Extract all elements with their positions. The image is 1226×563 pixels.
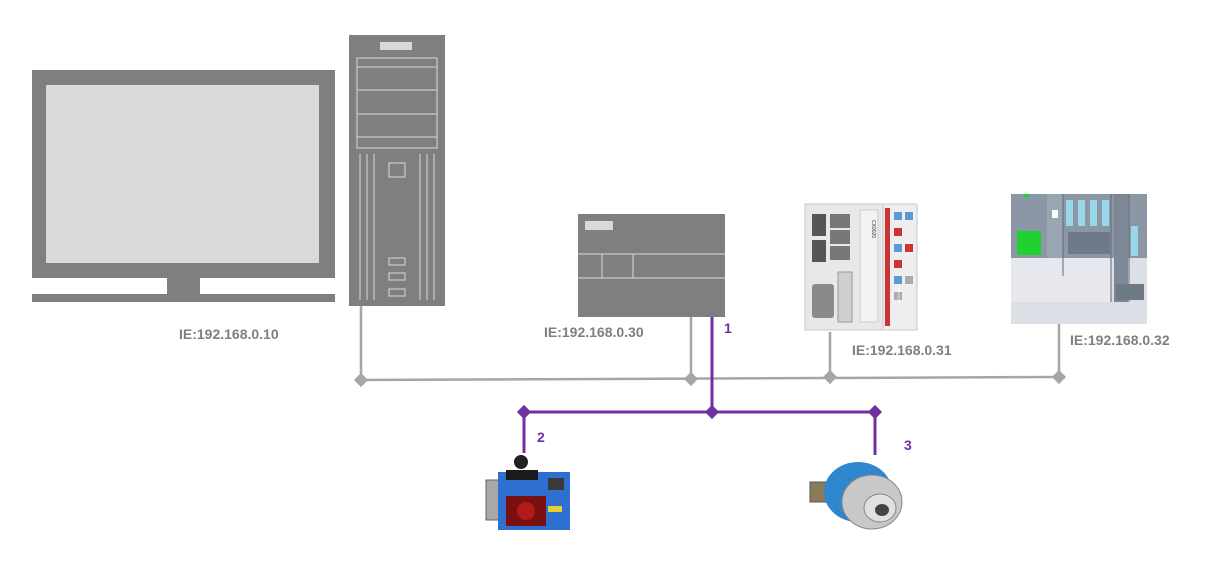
fieldbus-nodes: [516, 404, 883, 420]
plc-rack-icon: [1011, 194, 1147, 324]
node-plc-rack: [1051, 369, 1067, 385]
node-encoder: [867, 404, 883, 420]
node-controller: [822, 369, 838, 385]
monitor-icon: [32, 70, 335, 302]
rotary-encoder-icon: [809, 462, 903, 530]
ethernet-network: [359, 306, 1061, 382]
gateway-device-icon: [578, 214, 725, 317]
pc-ip-label: IE:192.168.0.10: [179, 326, 279, 342]
plc-rack-ip-label: IE:192.168.0.32: [1070, 332, 1170, 348]
bus-drop-number: 1: [724, 320, 732, 336]
pc-tower-icon: [349, 35, 445, 306]
ethernet-nodes: [353, 369, 1067, 388]
controller-brand-text: BECKHOFF: [896, 284, 901, 306]
gateway-ip-label: IE:192.168.0.30: [544, 324, 644, 340]
controller-ip-label: IE:192.168.0.31: [852, 342, 952, 358]
node-sensor: [516, 404, 532, 420]
node-gateway-drop: [704, 404, 720, 420]
encoder-number: 3: [904, 437, 912, 453]
plc-controller-icon: CX9020 BECKHOFF: [804, 203, 918, 331]
laser-sensor-icon: [485, 455, 570, 530]
node-pc: [353, 372, 369, 388]
fieldbus-network: [522, 317, 877, 455]
sensor-number: 2: [537, 429, 545, 445]
node-gateway: [683, 371, 699, 387]
controller-model-text: CX9020: [870, 220, 876, 238]
